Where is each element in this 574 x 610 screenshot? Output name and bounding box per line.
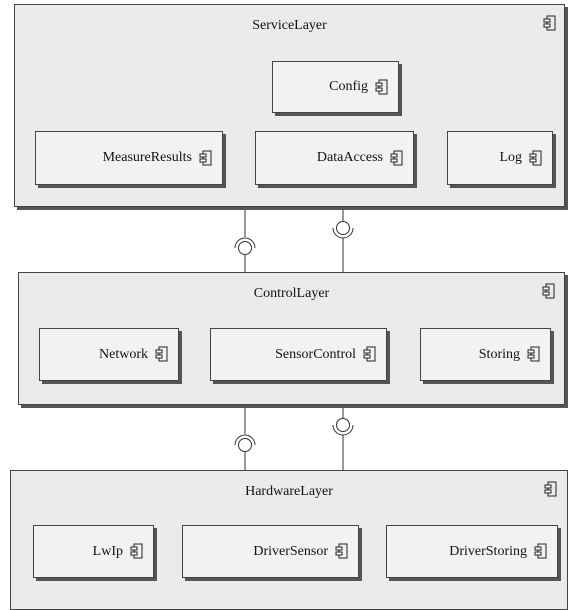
uml-component-icon — [543, 15, 556, 31]
component-label: LwIp — [92, 543, 123, 559]
component-log[interactable]: Log — [447, 131, 553, 185]
uml-component-icon — [335, 543, 348, 559]
uml-component-icon — [130, 543, 143, 559]
layer-control[interactable]: ControlLayer Network SensorControl Stori… — [18, 272, 565, 405]
uml-component-icon — [363, 346, 376, 362]
uml-component-icon — [390, 150, 403, 166]
layer-title: ControlLayer — [253, 286, 330, 301]
component-label: SensorControl — [275, 346, 356, 362]
layer-service[interactable]: ServiceLayer Config MeasureResults DataA… — [14, 4, 565, 207]
socket-icon — [234, 237, 256, 249]
component-driver-sensor[interactable]: DriverSensor — [182, 525, 359, 578]
ball-icon — [336, 418, 350, 432]
component-storing[interactable]: Storing — [420, 328, 551, 381]
ball-icon — [238, 438, 252, 452]
socket-icon — [234, 434, 256, 446]
ball-icon — [336, 221, 350, 235]
component-label: Config — [329, 79, 368, 94]
component-label: DriverStoring — [449, 543, 527, 559]
component-lwip[interactable]: LwIp — [33, 525, 154, 578]
component-label: DriverSensor — [253, 543, 328, 559]
component-driver-storing[interactable]: DriverStoring — [386, 525, 558, 578]
uml-component-icon — [527, 346, 540, 362]
layer-title: HardwareLayer — [245, 484, 333, 499]
component-label: MeasureResults — [102, 150, 192, 165]
component-label: Storing — [478, 346, 520, 362]
socket-icon — [332, 227, 354, 239]
uml-component-icon — [375, 79, 388, 95]
uml-component-icon — [199, 150, 212, 166]
component-data-access[interactable]: DataAccess — [255, 131, 414, 185]
component-measure-results[interactable]: MeasureResults — [35, 131, 223, 185]
socket-icon — [332, 424, 354, 436]
uml-component-icon — [155, 346, 168, 362]
uml-component-icon — [544, 481, 557, 497]
uml-component-icon — [534, 543, 547, 559]
uml-component-icon — [542, 283, 555, 299]
layer-hardware[interactable]: HardwareLayer LwIp DriverSensor DriverSt… — [10, 470, 568, 610]
component-network[interactable]: Network — [39, 328, 179, 381]
component-config[interactable]: Config — [272, 61, 399, 113]
component-sensor-control[interactable]: SensorControl — [210, 328, 387, 381]
component-label: Network — [99, 346, 148, 362]
layer-title: ServiceLayer — [252, 18, 327, 33]
component-label: DataAccess — [316, 150, 383, 165]
ball-icon — [238, 241, 252, 255]
component-label: Log — [499, 150, 522, 165]
uml-component-icon — [529, 150, 542, 166]
